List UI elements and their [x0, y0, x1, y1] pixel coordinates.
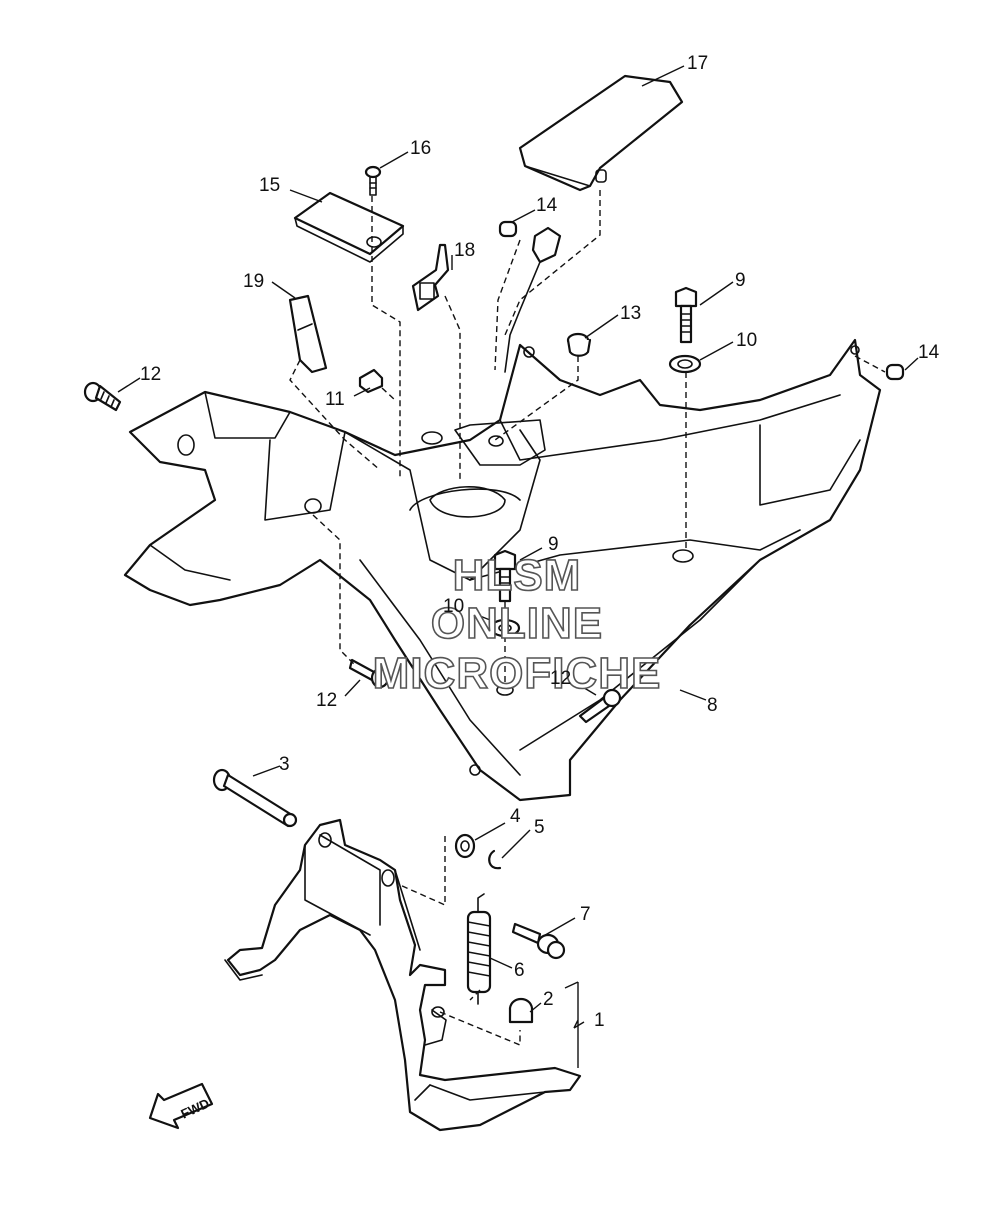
screw-part-12-upper-left[interactable] [83, 381, 122, 412]
pad-part-17[interactable] [518, 74, 684, 192]
bush-part-14-right[interactable] [885, 363, 905, 381]
watermark-line-1: HLSM [453, 551, 582, 600]
bolt-part-9-lower[interactable] [493, 549, 517, 603]
grommet-part-13[interactable] [566, 332, 592, 357]
callout-labels: 1 2 3 4 5 6 7 8 9 9 10 10 11 12 12 12 13… [140, 53, 940, 1031]
bush-part-14-upper[interactable] [498, 220, 518, 238]
clip-part-11[interactable] [358, 368, 384, 394]
bracket-part-18[interactable] [411, 243, 450, 312]
strip-part-19[interactable] [288, 294, 328, 374]
spring-part-6[interactable] [466, 893, 492, 1005]
washer-part-10-upper[interactable] [668, 354, 702, 374]
callout-5[interactable]: 5 [534, 817, 545, 838]
callout-15[interactable]: 15 [259, 175, 280, 196]
bolt-part-9-upper[interactable] [674, 286, 698, 344]
callout-10-lower[interactable]: 10 [443, 596, 464, 617]
callout-14-upper[interactable]: 14 [536, 195, 558, 216]
callout-14-right[interactable]: 14 [918, 342, 940, 363]
washer-part-10-lower[interactable] [489, 618, 521, 638]
screw-part-16[interactable] [364, 165, 382, 196]
watermark: HLSM ONLINE MICROFICHE [372, 550, 662, 699]
callout-2[interactable]: 2 [543, 989, 554, 1010]
hook-bracket [504, 226, 562, 373]
screw-part-12-lower-right[interactable] [578, 688, 622, 724]
callout-17[interactable]: 17 [687, 53, 708, 74]
callout-9-upper[interactable]: 9 [735, 270, 746, 291]
washer-part-4[interactable] [454, 833, 476, 859]
callout-3[interactable]: 3 [279, 754, 290, 775]
callout-7[interactable]: 7 [580, 904, 591, 925]
screw-part-12-lower-left[interactable] [348, 658, 390, 689]
callout-8[interactable]: 8 [707, 695, 718, 716]
stopper-part-2[interactable] [508, 997, 534, 1024]
callout-4[interactable]: 4 [510, 806, 521, 827]
circlip-part-5[interactable] [488, 849, 502, 870]
callout-12-lower-left[interactable]: 12 [316, 690, 337, 711]
watermark-line-2: ONLINE [431, 599, 603, 648]
alignment-lines [289, 190, 886, 1047]
callout-19[interactable]: 19 [243, 271, 264, 292]
callout-12-upper-left[interactable]: 12 [140, 364, 161, 385]
callout-12-lower-right[interactable]: 12 [550, 668, 571, 689]
shaft-part-3[interactable] [212, 768, 298, 828]
callout-11[interactable]: 11 [325, 389, 345, 410]
fwd-arrow-icon: FWD [148, 1082, 214, 1130]
watermark-line-3: MICROFICHE [373, 649, 662, 698]
callout-16[interactable]: 16 [410, 138, 431, 159]
callout-10-upper[interactable]: 10 [736, 330, 757, 351]
callout-13[interactable]: 13 [620, 303, 641, 324]
bolt-part-7[interactable] [511, 922, 566, 960]
callout-18[interactable]: 18 [454, 240, 475, 261]
callout-1[interactable]: 1 [594, 1010, 605, 1031]
leader-lines [117, 65, 919, 1068]
callout-6[interactable]: 6 [514, 960, 525, 981]
main-stand-part-1[interactable] [224, 818, 582, 1132]
callout-9-lower[interactable]: 9 [548, 534, 559, 555]
cover-part-15[interactable] [293, 191, 405, 263]
